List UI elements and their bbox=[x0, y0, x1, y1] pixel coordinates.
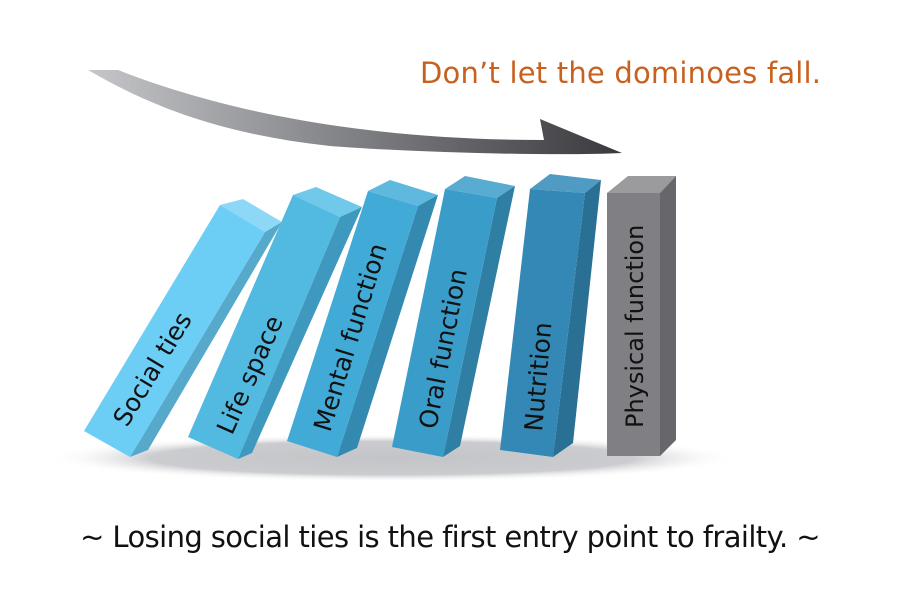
domino-life-space: Life space bbox=[188, 187, 362, 459]
caption-text: ~ Losing social ties is the first entry … bbox=[80, 520, 820, 554]
domino-oral-function: Oral function bbox=[392, 176, 515, 457]
headline-text: Don’t let the dominoes fall. bbox=[420, 56, 822, 90]
domino-nutrition: Nutrition bbox=[500, 174, 601, 457]
falling-direction-arrow-icon bbox=[88, 70, 622, 155]
domino-label: Physical function bbox=[621, 225, 649, 428]
domino-physical-function: Physical function bbox=[607, 176, 676, 456]
